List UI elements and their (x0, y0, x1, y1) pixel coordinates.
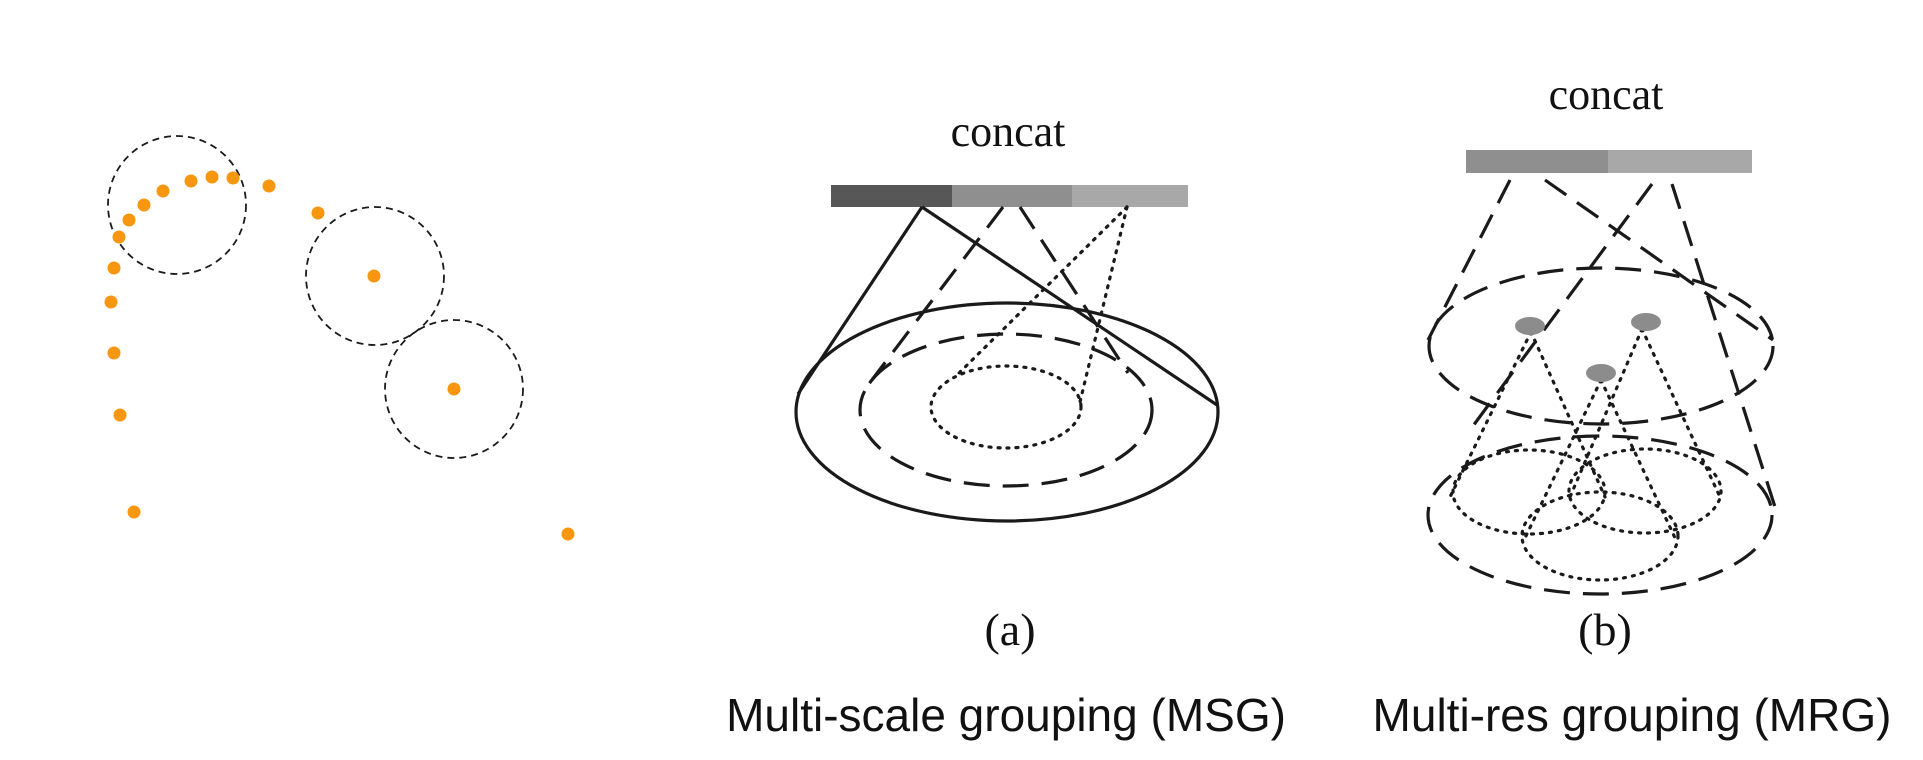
mrg-feature-segment-raw-points (1608, 150, 1752, 173)
sample-point (226, 171, 240, 185)
sample-point (107, 346, 121, 360)
mrg-panel-label: (b) (1578, 604, 1632, 655)
sample-point (113, 408, 127, 422)
msg-middle-scale-region (858, 332, 1154, 488)
sample-point (112, 230, 126, 244)
mrg-node-line (1448, 330, 1533, 499)
mrg-lower-level-region (1426, 434, 1774, 596)
mrg-node-line (1599, 378, 1678, 542)
mrg-subregion (1567, 447, 1723, 535)
mrg-upper-level-region (1427, 266, 1775, 426)
mrg-node-line (1529, 330, 1607, 499)
grouping-ball (384, 319, 524, 459)
msg-outer-scale-region (794, 301, 1220, 523)
msg-diagram: concat (a) Multi-scale grouping (MSG) (726, 107, 1286, 741)
mrg-cone-line (1544, 178, 1774, 342)
mrg-feature-node (1515, 317, 1545, 335)
msg-inner-scale-region (929, 364, 1083, 450)
msg-feature-segment-mid-scale (952, 185, 1072, 207)
msg-cone-line (1078, 205, 1129, 404)
mrg-node-line (1568, 327, 1644, 499)
msg-cone-line (1018, 206, 1130, 374)
msg-cone-line (921, 205, 1218, 407)
msg-cone-line (860, 206, 1005, 394)
grouping-ball (305, 206, 445, 346)
sample-point (137, 198, 151, 212)
mrg-concat-label: concat (1549, 70, 1664, 119)
grouping-ball (107, 135, 247, 275)
mrg-diagram: concat (b) Multi-res grouping (MRG) (1373, 70, 1892, 741)
sample-point (127, 505, 141, 519)
sample-point (205, 170, 219, 184)
mrg-feature-segment-subregion (1466, 150, 1608, 173)
msg-caption: Multi-scale grouping (MSG) (726, 689, 1286, 741)
sample-point (311, 206, 325, 220)
point-cloud (104, 135, 575, 541)
point-set (104, 170, 575, 541)
mrg-subregion (1451, 448, 1607, 536)
sample-point (367, 269, 381, 283)
msg-panel-label: (a) (984, 604, 1035, 655)
sample-point (156, 184, 170, 198)
mrg-node-line (1640, 327, 1722, 499)
mrg-feature-node (1586, 364, 1616, 382)
mrg-node-line (1522, 378, 1603, 542)
sample-point (107, 261, 121, 275)
msg-feature-segment-large-scale (831, 185, 952, 207)
mrg-caption: Multi-res grouping (MRG) (1373, 689, 1892, 741)
mrg-cone-line (1426, 179, 1512, 341)
mrg-feature-node (1631, 313, 1661, 331)
sample-point (104, 295, 118, 309)
msg-cone-line (796, 206, 924, 395)
sample-point (561, 527, 575, 541)
msg-feature-segment-small-scale (1072, 185, 1188, 207)
sample-point (184, 174, 198, 188)
sample-point (122, 213, 136, 227)
msg-concat-label: concat (951, 107, 1066, 156)
sample-point (262, 179, 276, 193)
mrg-subregion (1520, 490, 1680, 582)
msg-cone-line (953, 205, 1129, 379)
mrg-cone-line (1670, 183, 1777, 508)
mrg-cone-line (1468, 183, 1654, 431)
sample-point (447, 382, 461, 396)
